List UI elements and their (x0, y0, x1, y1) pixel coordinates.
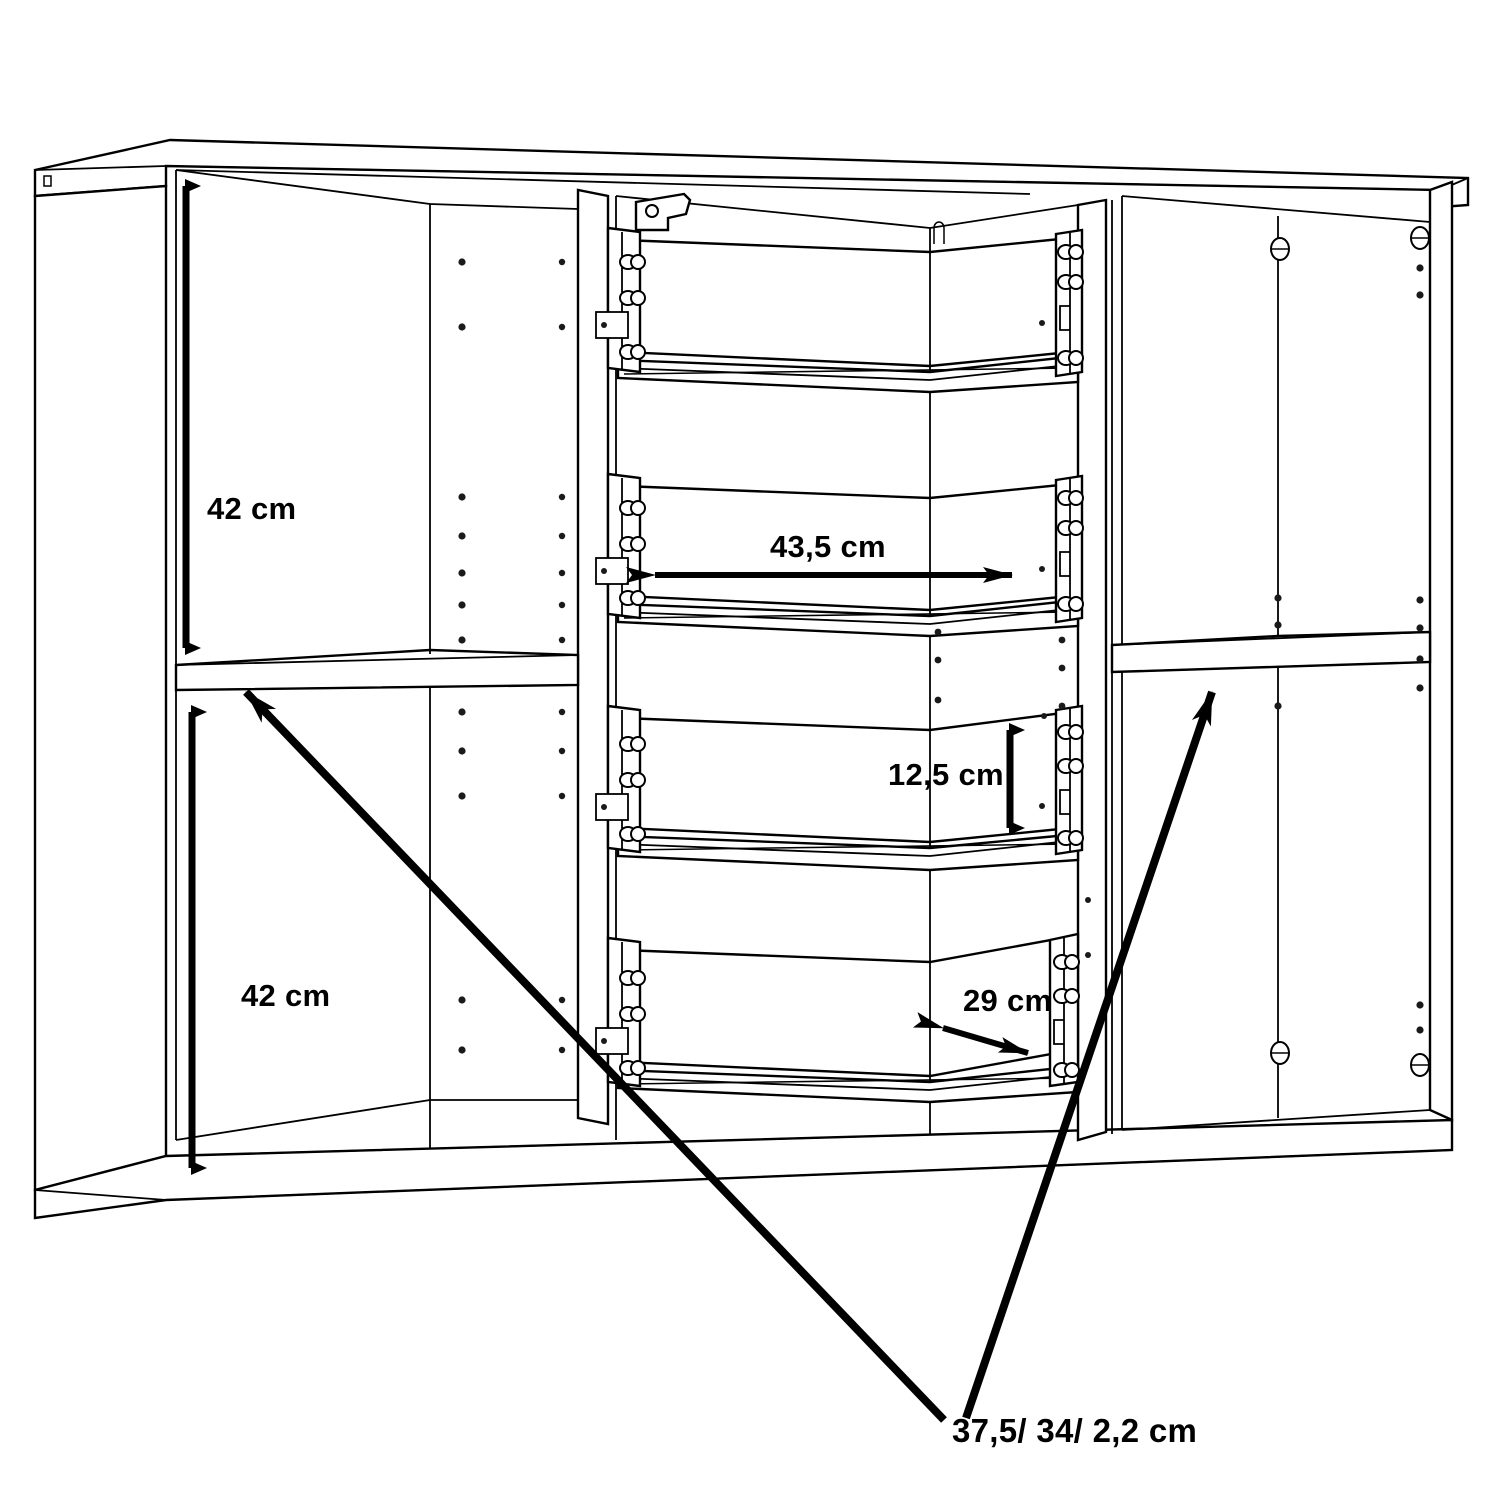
left-shelf (174, 648, 580, 692)
cam-fitting-icon (1410, 226, 1430, 250)
cam-screw-icon (1057, 350, 1084, 366)
cam-screw-icon (1057, 596, 1084, 612)
drawer-third (595, 704, 1084, 872)
cam-screw-icon (1057, 490, 1084, 506)
cam-screw-icon (619, 1060, 646, 1076)
cam-fitting-icon (1410, 1053, 1430, 1077)
right-bay-fittings (1270, 226, 1430, 1077)
drawer-rail-right (1039, 228, 1084, 378)
cam-screw-icon (1057, 758, 1084, 774)
dimension-label-drawer-height: 12,5 cm (888, 757, 1004, 792)
drawer-rail-left (595, 936, 646, 1088)
cam-screw-icon (1057, 520, 1084, 536)
cam-screw-icon (1053, 954, 1080, 970)
dimension-arrow-drawer-depth (912, 1012, 1029, 1056)
drawer-top (595, 192, 1084, 394)
dimension-label-drawer-width: 43,5 cm (770, 529, 886, 564)
cam-screw-icon (1057, 274, 1084, 290)
cam-screw-icon (1057, 724, 1084, 740)
mounting-bracket (634, 192, 692, 232)
dimension-label-lower-left-height: 42 cm (241, 978, 331, 1013)
cam-screw-icon (619, 344, 646, 360)
left-compartment (165, 169, 1031, 1156)
drawer-rail-left (595, 226, 646, 374)
cam-screw-icon (619, 254, 646, 270)
cam-screw-icon (619, 290, 646, 306)
cam-screw-icon (619, 590, 646, 606)
dimension-label-upper-left-height: 42 cm (207, 491, 297, 526)
cam-screw-icon (1057, 830, 1084, 846)
cabinet-carcass (33, 138, 1470, 1220)
cam-screw-icon (619, 500, 646, 516)
cam-screw-icon (619, 1006, 646, 1022)
cam-screw-icon (619, 970, 646, 986)
cam-screw-icon (619, 736, 646, 752)
bottom-board (33, 1118, 1454, 1220)
drawer-rail-right (1048, 932, 1080, 1088)
dimension-label-shelf-panel-spec: 37,5/ 34/ 2,2 cm (952, 1412, 1198, 1449)
cam-screw-icon (619, 826, 646, 842)
leader-line-right-shelf (962, 690, 1216, 1420)
dimension-label-drawer-depth: 29 cm (963, 983, 1053, 1018)
right-shelf (1110, 630, 1432, 674)
right-compartment (1110, 180, 1454, 1134)
cam-screw-icon (1053, 1062, 1080, 1078)
dimension-arrows (182, 179, 1216, 1423)
drawer-rail-left (595, 704, 646, 854)
left-side-panel (33, 184, 168, 1192)
shelf-pin-holes-left (458, 258, 566, 1054)
drawer-rail-right (1039, 704, 1084, 856)
centre-bay-pin-holes (934, 628, 1091, 958)
leader-line-left-shelf (243, 689, 947, 1423)
cam-screw-icon (619, 536, 646, 552)
top-board (33, 138, 1470, 209)
cam-screw-icon (619, 772, 646, 788)
cam-screw-icon (1053, 988, 1080, 1004)
cam-screw-icon (1057, 244, 1084, 260)
cam-fitting-icon (1270, 237, 1290, 261)
drawer-rail-right (1039, 474, 1084, 624)
cam-fitting-icon (1270, 1041, 1290, 1065)
